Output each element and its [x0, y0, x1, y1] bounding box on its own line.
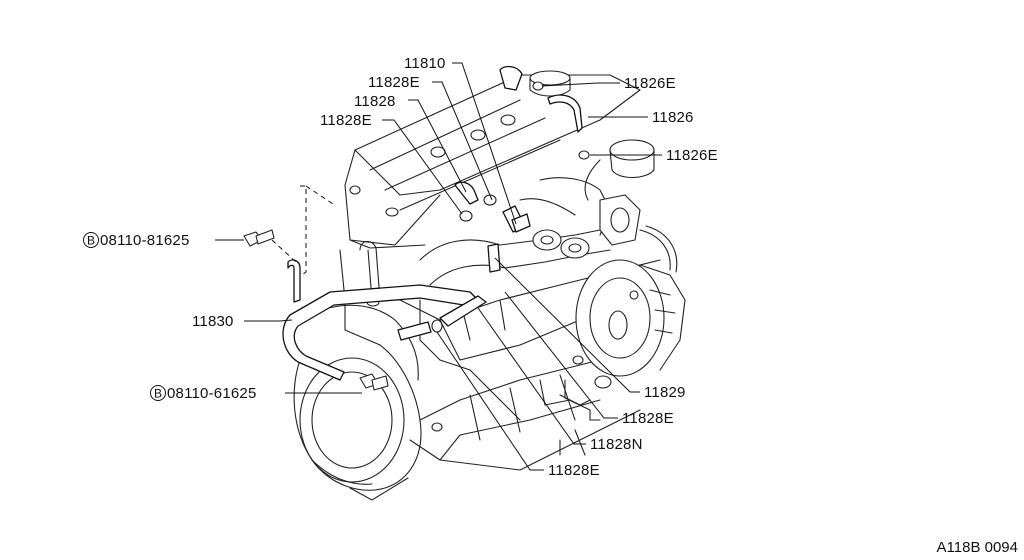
- label-11828: 11828: [354, 93, 396, 110]
- engine-block-drawing: [293, 70, 686, 501]
- clamp-ring: [532, 81, 544, 91]
- hose-11828n: [397, 321, 432, 341]
- bolt-part-number: 08110-81625: [100, 232, 190, 249]
- label-11829: 11829: [644, 384, 686, 401]
- label-11826e-lower: 11826E: [666, 147, 718, 164]
- hose-11828: [454, 181, 479, 205]
- pcv-valve-body: [511, 213, 531, 233]
- bolt-08110-81625: [243, 229, 275, 247]
- clamp-ring: [459, 210, 473, 222]
- part-labels: 11810 11828E 11828 11828E 11826E 11826 1…: [83, 55, 718, 479]
- label-11828e-bottom: 11828E: [548, 462, 600, 479]
- label-11830: 11830: [192, 313, 234, 330]
- bolt-part-number: 08110-61625: [167, 385, 257, 402]
- label-11828e-mid: 11828E: [622, 410, 674, 427]
- hose-11826: [547, 94, 583, 133]
- label-11828e-top: 11828E: [368, 74, 420, 91]
- clamp-ring: [578, 150, 590, 160]
- tube-11830: [282, 284, 479, 381]
- bolt-marker-icon: [150, 385, 166, 401]
- bolt-08110-61625: [359, 373, 389, 391]
- bracket-clip: [287, 259, 301, 303]
- label-11810: 11810: [404, 55, 446, 72]
- hose-elbow-top: [499, 65, 523, 91]
- label-bolt-08110-61625: B 08110-61625: [150, 385, 257, 402]
- bolt-marker-icon: [83, 232, 99, 248]
- bolt-marker-letter: B: [87, 234, 95, 248]
- hose-lower-e: [439, 295, 487, 327]
- leader-lines: [215, 62, 662, 471]
- label-11826: 11826: [652, 109, 694, 126]
- clamp-ring: [431, 319, 443, 333]
- label-11828n: 11828N: [590, 436, 643, 453]
- hoses-and-pipes: [243, 65, 590, 391]
- hose-11829: [487, 243, 501, 273]
- label-11826e-top: 11826E: [624, 75, 676, 92]
- label-bolt-08110-81625: B 08110-81625: [83, 232, 190, 249]
- label-11828e-upper: 11828E: [320, 112, 372, 129]
- bolt-marker-letter: B: [154, 387, 162, 401]
- diagram-reference-code: A118B 0094: [936, 539, 1018, 556]
